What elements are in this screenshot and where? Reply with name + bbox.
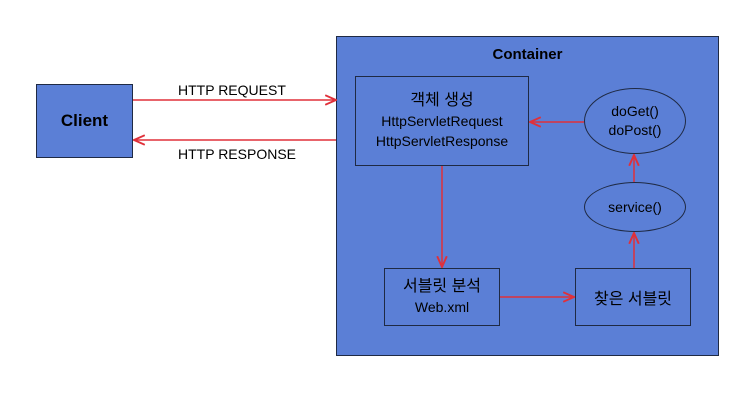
client-box: Client — [36, 84, 133, 158]
service-ellipse: service() — [584, 182, 686, 232]
create-object-box: 객체 생성 HttpServletRequest HttpServletResp… — [355, 76, 529, 166]
http-request-label: HTTP REQUEST — [178, 82, 286, 98]
do-methods-ellipse: doGet() doPost() — [584, 88, 686, 154]
do-get-label: doGet() — [611, 103, 659, 119]
create-object-request: HttpServletRequest — [381, 113, 503, 129]
create-object-response: HttpServletResponse — [375, 133, 509, 149]
found-servlet-box: 찾은 서블릿 — [575, 268, 691, 326]
do-post-label: doPost() — [608, 122, 662, 138]
client-label: Client — [60, 111, 109, 130]
found-servlet-label: 찾은 서블릿 — [593, 291, 673, 308]
web-xml-label: Web.xml — [414, 299, 470, 315]
http-response-label: HTTP RESPONSE — [178, 146, 296, 162]
service-label: service() — [608, 198, 662, 215]
container-title: Container — [492, 46, 563, 63]
create-object-title: 객체 생성 — [410, 92, 474, 109]
servlet-analysis-title: 서블릿 분석 — [402, 278, 482, 295]
servlet-analysis-box: 서블릿 분석 Web.xml — [384, 268, 500, 326]
